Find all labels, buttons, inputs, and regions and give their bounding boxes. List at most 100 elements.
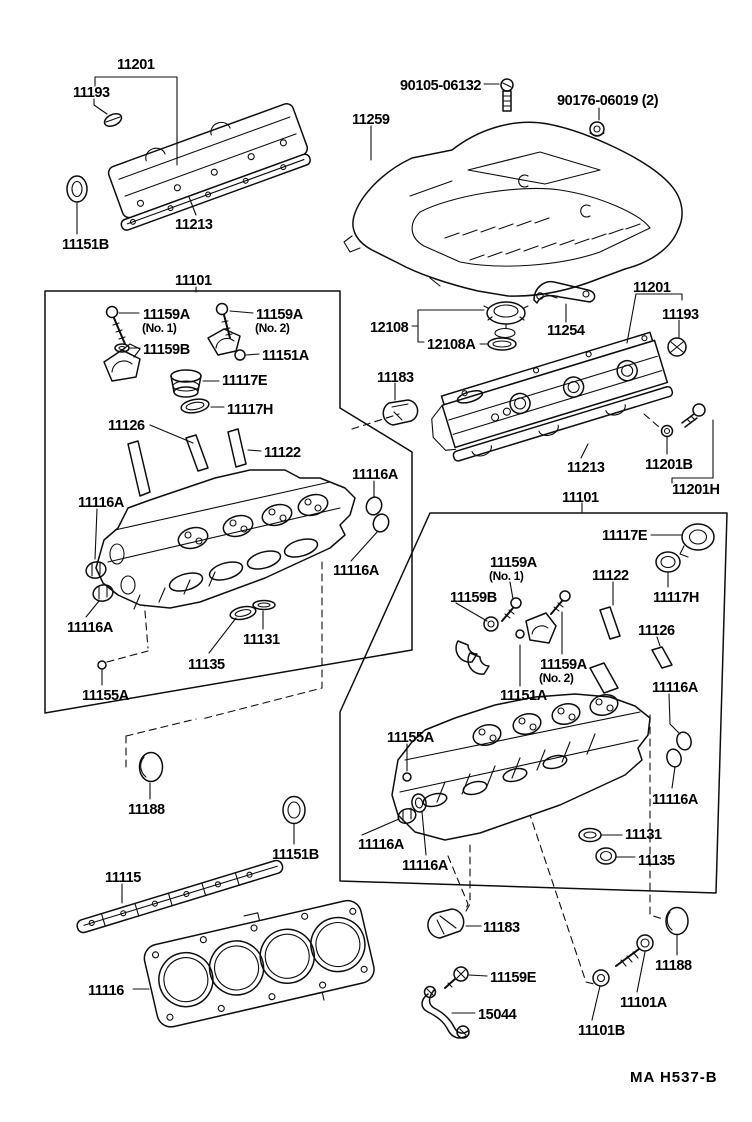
label-11117H-right: 11117H (653, 590, 699, 606)
seal-11193-left (103, 112, 123, 128)
plug-11155A-left (97, 660, 107, 670)
label-11159A-no1-right: 11159A (490, 555, 538, 571)
label-11201B: 11201B (645, 457, 693, 473)
label-11159A-no1-left: 11159A (143, 307, 191, 323)
label-11213-right: 11213 (567, 460, 605, 476)
label-11254: 11254 (547, 323, 585, 339)
cylinder-head-right (391, 693, 651, 841)
seal-ring-11151B-left (66, 175, 88, 203)
leader-lines-topleft (76, 76, 197, 235)
engine-cover-11259 (343, 121, 683, 299)
cam-cap-11151A-right (515, 612, 557, 644)
label-11159B-left: 11159B (143, 342, 190, 358)
label-11135-left: 11135 (188, 657, 225, 673)
leader-lines-left-box (85, 310, 396, 686)
page-code: MA H537-B (630, 1069, 718, 1086)
nut-90176 (589, 121, 605, 137)
label-no2-left: (No. 2) (255, 321, 290, 335)
label-11201H: 11201H (672, 482, 720, 498)
label-12108A: 12108A (427, 337, 476, 353)
bolt-11159A-no2-right (550, 590, 571, 615)
label-11117H-left: 11117H (227, 402, 273, 418)
washer-11101B (592, 969, 610, 987)
bolt-11159A-no1-right (501, 597, 522, 622)
label-11159E: 11159E (490, 970, 537, 986)
label-11183-mid: 11183 (377, 370, 414, 386)
gasket-11117H-left (180, 398, 210, 414)
label-11117E-left: 11117E (222, 373, 268, 389)
label-11151B-bottom: 11151B (272, 847, 319, 863)
cup-plug-11188-left (138, 751, 164, 783)
label-11151B-topleft: 11151B (62, 237, 109, 253)
label-11259: 11259 (352, 112, 390, 128)
leader-lines-right-box (361, 534, 682, 858)
bearing-cap-left (103, 343, 141, 382)
label-12108: 12108 (370, 320, 409, 336)
plug-11183-bottom (427, 908, 465, 939)
label-15044: 15044 (478, 1007, 517, 1023)
left-parts-box (44, 290, 413, 714)
label-11122-left: 11122 (264, 445, 301, 461)
label-11155A-right: 11155A (387, 730, 435, 746)
label-11116A-left-l: 11116A (78, 495, 125, 511)
label-11126-left: 11126 (108, 418, 145, 434)
label-11101B: 11101B (578, 1023, 625, 1039)
label-11159A-no2-left: 11159A (256, 307, 304, 323)
cam-seals-left-box (85, 496, 390, 602)
seal-11193-right (667, 337, 687, 357)
label-11183-bottom: 11183 (483, 920, 520, 936)
label-11101A: 11101A (620, 995, 668, 1011)
leader-lines-bottom (121, 782, 678, 1021)
bolt-11159E (444, 966, 469, 989)
label-11188-right: 11188 (655, 958, 692, 974)
cup-plug-11188-right (665, 906, 689, 936)
dashed-leader-lines (106, 413, 664, 985)
label-11116: 11116 (88, 983, 124, 999)
bolt-11159A-no2-left (215, 302, 233, 339)
label-11213-topleft: 11213 (175, 217, 213, 233)
cylinder-head-left (95, 469, 356, 610)
right-parts-box (339, 512, 728, 894)
cam-cap-11151A-left (207, 328, 246, 361)
gasket-11115 (76, 859, 284, 934)
label-90176-06019: 90176-06019 (2) (557, 93, 659, 109)
label-no1-right: (No. 1) (489, 569, 524, 583)
label-11201-right: 11201 (633, 280, 671, 296)
bolt-11159A-no1-left (105, 305, 126, 345)
label-11101-right: 11101 (562, 490, 599, 506)
leader-lines-midright (195, 286, 714, 513)
label-11116A-right-l2: 11116A (402, 858, 449, 874)
label-11116A-right-l: 11116A (358, 837, 405, 853)
label-11131-right: 11131 (625, 827, 662, 843)
cap-11117E-left (170, 369, 202, 398)
valve-cover-right (431, 331, 674, 462)
label-11117E-right: 11117E (602, 528, 648, 544)
label-11131-left: 11131 (243, 632, 280, 648)
label-11116A-left-r: 11116A (333, 563, 380, 579)
leader-lines-topright (370, 83, 600, 161)
label-11135-right: 11135 (638, 853, 675, 869)
label-11188-left: 11188 (128, 802, 165, 818)
gasket-11135-right (595, 847, 617, 865)
label-11193-topleft: 11193 (73, 85, 110, 101)
label-11126-right: 11126 (638, 623, 675, 639)
label-11151A-right: 11151A (500, 688, 548, 704)
label-11116A-right-r2: 11116A (652, 792, 699, 808)
label-11122-right: 11122 (592, 568, 629, 584)
grommet-11201B (660, 424, 674, 438)
gasket-11135-left (229, 605, 257, 621)
plug-11131-left (252, 599, 276, 611)
label-11116A-left-bl: 11116A (67, 620, 114, 636)
label-11155A-left: 11155A (82, 688, 130, 704)
bolt-11101A (615, 934, 654, 967)
seal-ring-11151B-bottom (282, 795, 306, 825)
oil-filler-cap-12108 (483, 301, 529, 339)
label-11193-right: 11193 (662, 307, 699, 323)
label-11151A-left: 11151A (262, 348, 310, 364)
head-gasket-11116 (143, 899, 375, 1028)
label-no2-right: (No. 2) (539, 671, 574, 685)
cam-seals-right-box (397, 731, 692, 825)
label-11159A-no2-right: 11159A (540, 657, 588, 673)
